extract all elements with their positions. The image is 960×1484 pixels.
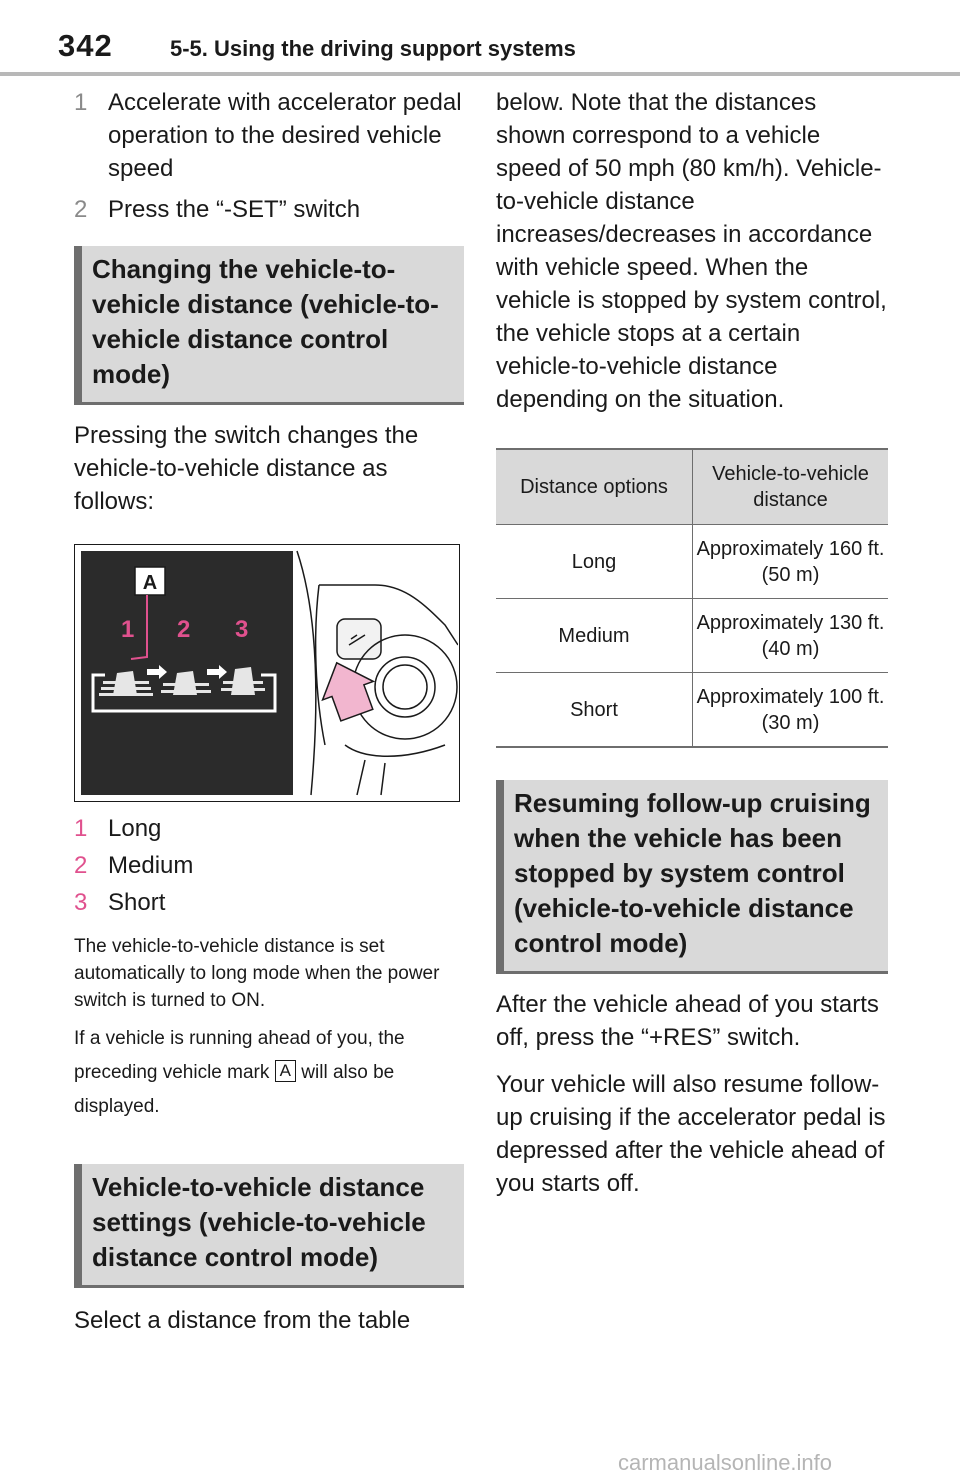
step-item: 1 Accelerate with accelerator pedal oper…	[74, 86, 464, 185]
distance-label-2: 2	[177, 616, 190, 643]
distance-icon	[348, 634, 366, 646]
callout-box	[134, 566, 166, 596]
arrow-icons	[147, 665, 227, 679]
table-cell-option: Short	[496, 672, 693, 748]
table-row: Short Approximately 100 ft. (30 m)	[496, 672, 888, 748]
step-item: 2 Press the “-SET” switch	[74, 193, 464, 226]
table-cell-option: Long	[496, 524, 693, 599]
step-text: Press the “-SET” switch	[108, 196, 361, 223]
control-dial-outer	[352, 634, 458, 740]
list-number: 1	[74, 815, 88, 842]
preceding-vehicle-mark: A	[274, 1060, 296, 1082]
step-text: Accelerate with accelerator pedal operat…	[108, 89, 462, 182]
table-cell-distance: Approximately 160 ft. (50 m)	[692, 524, 888, 599]
heading-distance-settings: Vehicle-to-vehicle distance settings (ve…	[74, 1164, 464, 1288]
callout-letter: A	[143, 572, 157, 594]
note-auto-long-mode: The vehicle-to-vehicle distance is set a…	[74, 936, 440, 1011]
distance-switch-illustration: A 1 2 3	[74, 544, 460, 802]
table-cell-distance: Approximately 100 ft. (30 m)	[692, 672, 888, 748]
distance-list: 1 Long 2 Medium 3 Short	[74, 812, 464, 919]
distance-table: Distance options Vehicle-to-vehicle dist…	[496, 448, 888, 748]
press-arrow-icon	[321, 661, 376, 722]
list-number: 3	[74, 889, 88, 916]
list-text: Long	[108, 815, 162, 842]
table-header-row: Distance options Vehicle-to-vehicle dist…	[496, 448, 888, 525]
list-text: Medium	[108, 852, 194, 879]
list-item: 3 Short	[74, 886, 464, 919]
list-item: 2 Medium	[74, 849, 464, 882]
vehicle-distance-icons	[99, 667, 265, 696]
distance-label-1: 1	[121, 616, 134, 643]
watermark: carmanualsonline.info	[618, 1450, 833, 1475]
list-number: 2	[74, 852, 88, 879]
section-title: 5-5. Using the driving support systems	[170, 36, 576, 61]
paragraph-select-distance: Select a distance from the table	[74, 1307, 411, 1334]
left-column: 1 Accelerate with accelerator pedal oper…	[74, 86, 464, 1337]
step-number: 2	[74, 196, 88, 223]
steering-edge-line	[296, 550, 317, 796]
table-header-distance: Vehicle-to-vehicle distance	[692, 448, 888, 525]
table-header-option: Distance options	[496, 448, 693, 525]
list-item: 1 Long	[74, 812, 464, 845]
heading-changing-distance: Changing the vehicle-to-vehicle distance…	[74, 246, 464, 405]
distance-label-3: 3	[235, 616, 248, 643]
right-arrow-icon	[147, 665, 167, 679]
list-text: Short	[108, 889, 166, 916]
right-column: below. Note that the distances shown cor…	[496, 86, 888, 1200]
cycle-bracket	[91, 673, 277, 713]
note-text-part1: If a vehicle is running ahead of you, th…	[74, 1028, 405, 1083]
paragraph-press-res: After the vehicle ahead of you starts of…	[496, 991, 879, 1051]
right-arrow-icon	[207, 665, 227, 679]
table-cell-option: Medium	[496, 598, 693, 673]
table-row: Medium Approximately 130 ft. (40 m)	[496, 598, 888, 673]
step-number: 1	[74, 89, 88, 116]
note-preceding-vehicle: If a vehicle is running ahead of you, th…	[74, 1022, 464, 1124]
page-header: 342 5-5. Using the driving support syste…	[0, 0, 960, 76]
table-cell-distance: Approximately 130 ft. (40 m)	[692, 598, 888, 673]
paragraph-pressing-switch: Pressing the switch changes the vehicle-…	[74, 422, 419, 515]
paragraph-distance-note: below. Note that the distances shown cor…	[496, 89, 887, 413]
heading-resuming-cruising: Resuming follow-up cruising when the veh…	[496, 780, 888, 974]
callout-line	[130, 595, 148, 660]
page-number: 342	[58, 28, 113, 63]
note-text-part2: will also be displayed.	[74, 1062, 395, 1117]
control-dial-inner	[374, 656, 436, 718]
header-divider	[0, 72, 960, 76]
table-row: Long Approximately 160 ft. (50 m)	[496, 524, 888, 599]
paragraph-accelerator-resume: Your vehicle will also resume follow-up …	[496, 1071, 886, 1197]
illustration-graphic: A 1 2 3	[81, 550, 459, 796]
